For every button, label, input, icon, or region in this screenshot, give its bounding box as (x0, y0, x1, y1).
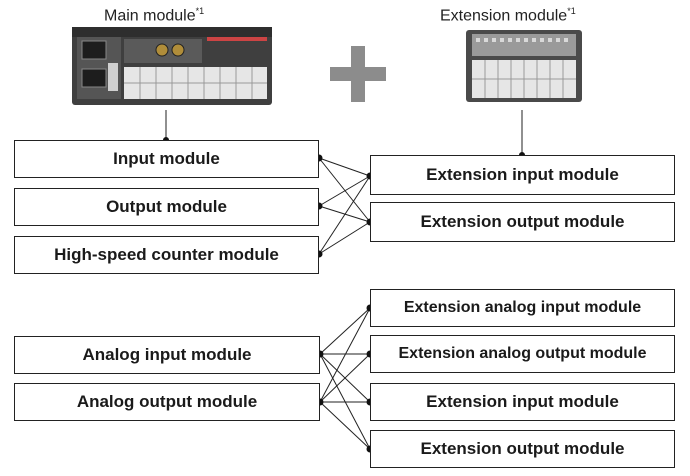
output-module-box: Output module (14, 188, 319, 226)
extension-analog-input-module-box: Extension analog input module (370, 289, 675, 327)
extension-module-caption: Extension module*1 (440, 6, 576, 25)
high-speed-counter-module-box: High-speed counter module (14, 236, 319, 274)
extension-module-caption-text: Extension module (440, 7, 568, 25)
plus-icon (330, 46, 386, 102)
main-module-caption-text: Main module (104, 7, 196, 25)
extension-module-image (466, 30, 582, 102)
analog-output-module-box: Analog output module (14, 383, 320, 421)
extension-analog-output-module-box: Extension analog output module (370, 335, 675, 373)
input-module-box: Input module (14, 140, 319, 178)
extension-input-module-box-2: Extension input module (370, 383, 675, 421)
analog-input-module-box: Analog input module (14, 336, 320, 374)
main-module-image (72, 27, 272, 105)
extension-output-module-box-2: Extension output module (370, 430, 675, 468)
extension-input-module-box: Extension input module (370, 155, 675, 195)
extension-module-footnote: *1 (567, 6, 576, 16)
main-module-footnote: *1 (195, 6, 205, 16)
main-module-caption: Main module*1 (104, 6, 204, 25)
extension-output-module-box: Extension output module (370, 202, 675, 242)
